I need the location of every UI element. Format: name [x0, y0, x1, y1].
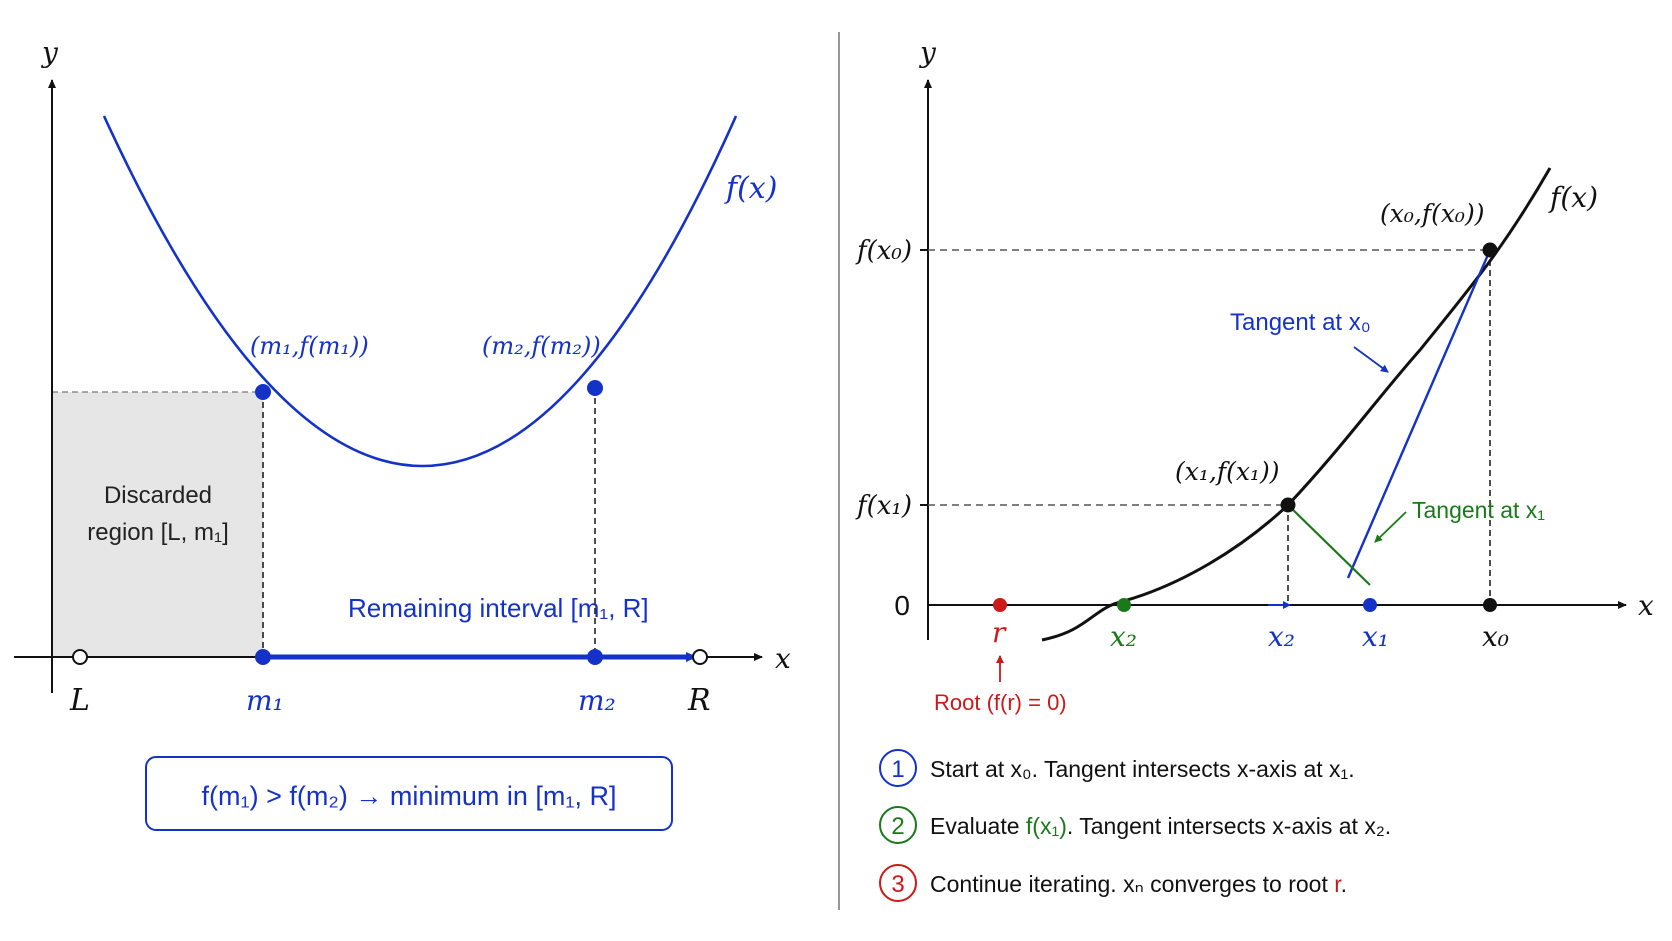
- step-2-text-a: Evaluate: [930, 813, 1026, 839]
- point-x0-axis: [1483, 598, 1497, 612]
- step-1-number: 1: [891, 756, 904, 783]
- step-1-text: Start at x₀. Tangent intersects x-axis a…: [930, 756, 1355, 782]
- left-panel-ternary-search: x y f(x) (m₁,f(m₁)) (m₂,f(m₂)) L m₁ m₂ R…: [14, 36, 791, 831]
- point-x1-on-curve: [1280, 497, 1296, 513]
- tick-L-label: L: [69, 683, 90, 718]
- step-1: 1 Start at x₀. Tangent intersects x-axis…: [879, 749, 1355, 787]
- left-curve-fx: [102, 115, 738, 468]
- step-3-text-b: .: [1341, 871, 1347, 897]
- right-y-axis-label: y: [918, 36, 937, 69]
- point-x0-on-curve: [1482, 242, 1498, 258]
- tick-R-label: R: [687, 683, 711, 718]
- discarded-label-line1: Discarded: [104, 482, 212, 509]
- step-2: 2 Evaluate f(x₁). Tangent intersects x-a…: [879, 806, 1391, 844]
- step-1-badge: [879, 749, 917, 787]
- tangent-x1-label: Tangent at x₁: [1412, 497, 1545, 523]
- step-2-badge: [879, 806, 917, 844]
- step-3: 3 Continue iterating. xₙ converges to ro…: [879, 864, 1347, 902]
- remaining-interval-label: Remaining interval [m₁, R]: [348, 593, 649, 623]
- step-3-text: Continue iterating. xₙ converges to root…: [930, 871, 1347, 897]
- tick-x2-green-label: x₂: [1110, 620, 1137, 653]
- left-x-axis-label: x: [775, 642, 791, 675]
- left-curve-label: f(x): [724, 171, 777, 206]
- tangent-x0-pointer: [1353, 346, 1389, 373]
- point-m1-axis: [255, 649, 271, 665]
- step-2-text-b: . Tangent intersects x-axis at x₂.: [1067, 813, 1391, 839]
- tick-r-label: r: [992, 616, 1007, 649]
- discarded-label-line2: region [L, m₁]: [87, 519, 229, 546]
- right-panel-newton-method: x y f(x₀) f(x₁) 0 f(x) Tangent at x₀ Tan…: [855, 36, 1654, 902]
- point-L: [72, 649, 88, 665]
- point-m1-label: (m₁,f(m₁)): [250, 332, 369, 360]
- discarded-region: [52, 392, 263, 657]
- step-3-number: 3: [891, 871, 904, 898]
- step-3-highlight: r: [1334, 871, 1342, 897]
- y-tick-fx1-label: f(x₁): [855, 491, 912, 521]
- point-x1-axis: [1363, 598, 1377, 612]
- point-m1-on-curve: [255, 384, 271, 400]
- right-curve-fx: [1041, 167, 1552, 642]
- tick-m2-label: m₂: [578, 684, 616, 717]
- step-3-badge: [879, 864, 917, 902]
- root-label: Root (f(r) = 0): [934, 690, 1067, 715]
- rule-box: [145, 756, 673, 831]
- step-1-text-a: Start at x₀. Tangent intersects x-axis a…: [930, 756, 1355, 782]
- y-tick-fx0-label: f(x₀): [855, 236, 912, 266]
- point-root-r: [993, 598, 1007, 612]
- left-y-axis-label: y: [40, 36, 59, 69]
- right-x-axis-label: x: [1638, 589, 1654, 622]
- point-m2-on-curve: [587, 380, 603, 396]
- tick-x0-label: x₀: [1482, 620, 1509, 653]
- point-x1-label: (x₁,f(x₁)): [1175, 457, 1279, 486]
- tangent-at-x0: [1346, 249, 1492, 579]
- point-x2-green: [1117, 598, 1131, 612]
- step-2-text: Evaluate f(x₁). Tangent intersects x-axi…: [930, 813, 1391, 839]
- point-m2-axis: [587, 649, 603, 665]
- tangent-at-x1: [1287, 504, 1371, 586]
- point-R: [692, 649, 708, 665]
- tangent-x1-pointer: [1374, 511, 1407, 543]
- step-2-highlight: f(x₁): [1026, 813, 1067, 839]
- tick-m1-label: m₁: [246, 684, 284, 717]
- step-2-number: 2: [891, 813, 904, 840]
- step-3-text-a: Continue iterating. xₙ converges to root: [930, 871, 1334, 897]
- right-curve-label: f(x): [1548, 181, 1598, 214]
- point-m2-label: (m₂,f(m₂)): [482, 332, 601, 360]
- tick-x1-label: x₁: [1362, 620, 1389, 653]
- point-x0-label: (x₀,f(x₀)): [1380, 199, 1484, 228]
- tangent-x0-label: Tangent at x₀: [1230, 309, 1371, 336]
- y-tick-zero-label: 0: [894, 590, 910, 621]
- rule-box-text: f(m₁) > f(m₂) → minimum in [m₁, R]: [202, 781, 617, 811]
- tick-x2-blue-label: x₂: [1268, 620, 1295, 653]
